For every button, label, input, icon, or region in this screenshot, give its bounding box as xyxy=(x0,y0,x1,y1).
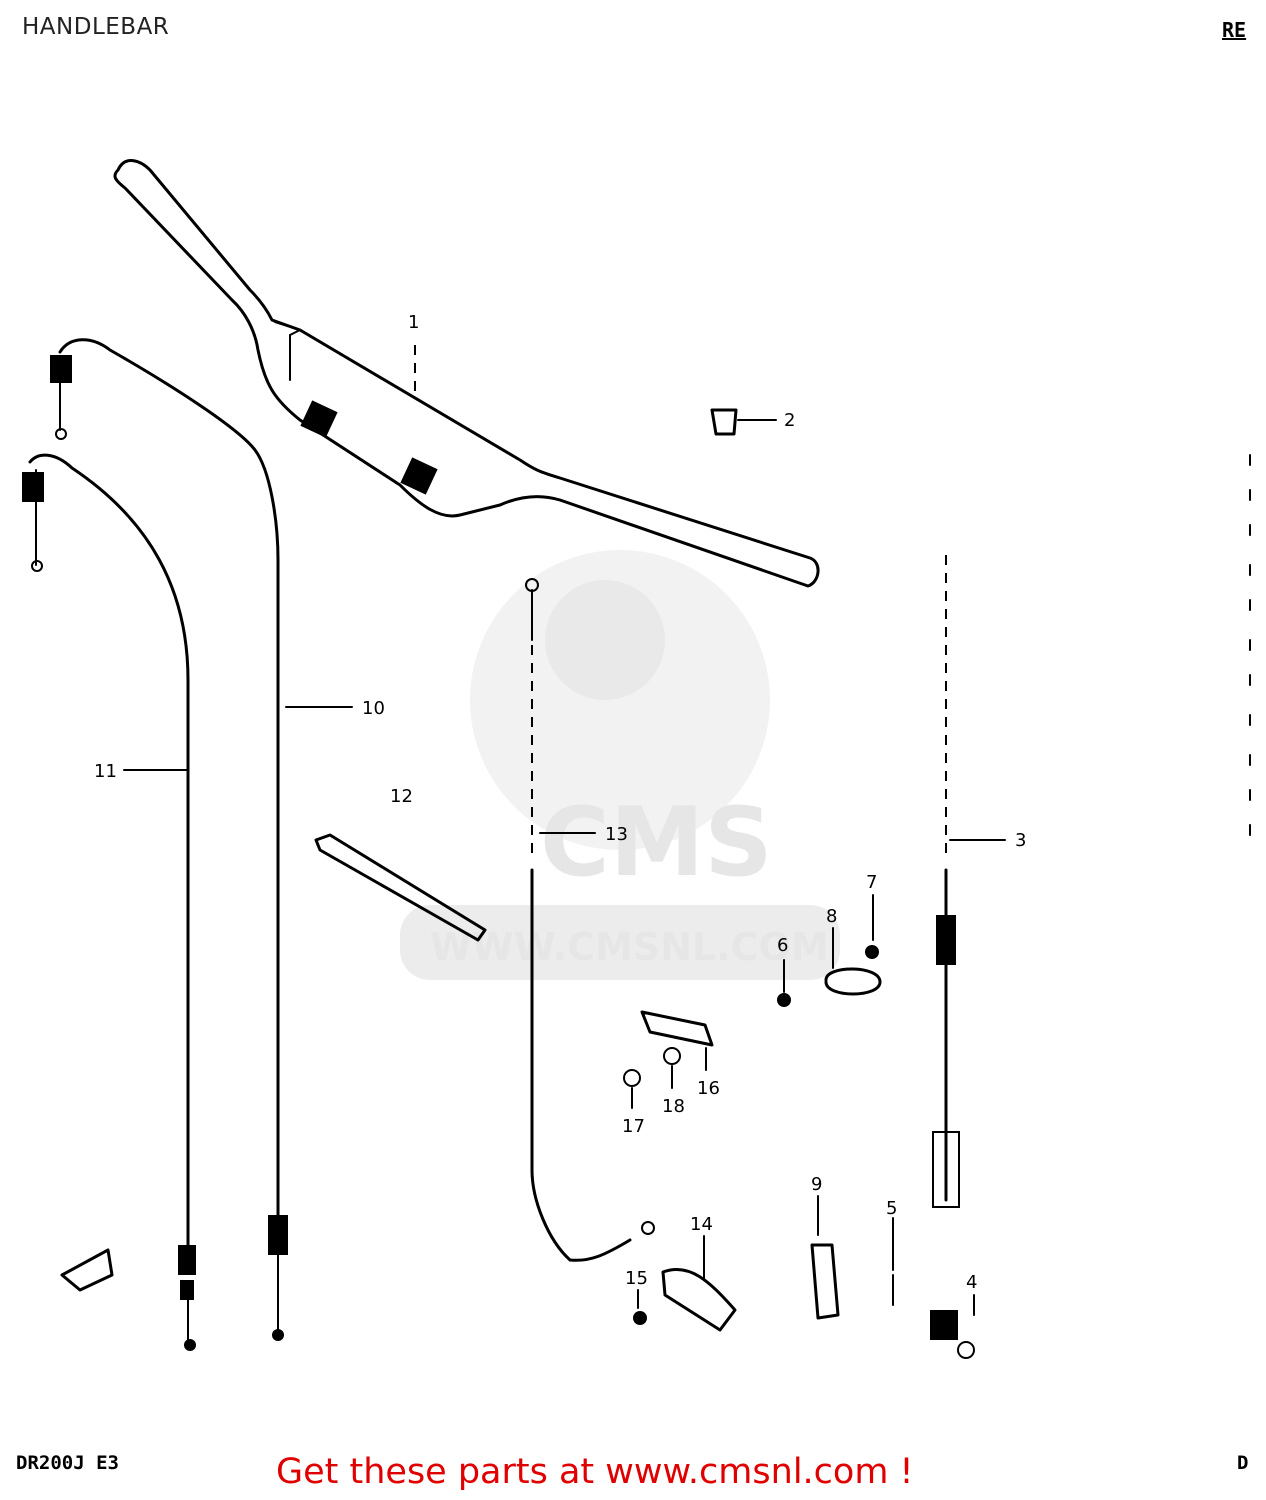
cable-13-part xyxy=(525,578,655,1262)
callout-12: 12 xyxy=(390,786,413,807)
callout-14: 14 xyxy=(690,1214,713,1235)
bar-end-plug-part xyxy=(710,408,777,436)
callout-3: 3 xyxy=(1015,830,1026,851)
page-code: D xyxy=(1237,1452,1249,1474)
callout-13: 13 xyxy=(605,824,628,845)
callout-17: 17 xyxy=(622,1116,645,1137)
callout-7: 7 xyxy=(866,872,877,893)
model-code: DR200J E3 xyxy=(16,1452,119,1474)
watermark-brand: CMS xyxy=(540,788,773,898)
callout-10: 10 xyxy=(362,698,385,719)
callout-8: 8 xyxy=(826,906,837,927)
cable-11-part xyxy=(22,453,196,1351)
callout-11: 11 xyxy=(94,761,117,782)
leader-lines xyxy=(123,345,1006,1316)
callout-6: 6 xyxy=(777,935,788,956)
corner-code: RE xyxy=(1222,18,1247,42)
handlebar-part xyxy=(113,159,820,588)
callout-15: 15 xyxy=(625,1268,648,1289)
callout-16: 16 xyxy=(697,1078,720,1099)
watermark-url: WWW.CMSNL.COM xyxy=(430,925,829,969)
hardware-parts xyxy=(60,945,894,1332)
callout-5: 5 xyxy=(886,1198,897,1219)
callout-9: 9 xyxy=(811,1174,822,1195)
callout-labels: 1 2 3 4 5 6 7 8 9 10 11 12 13 14 15 16 1… xyxy=(94,312,1026,1293)
cable-3-part xyxy=(930,555,975,1359)
callout-1: 1 xyxy=(408,312,419,333)
callout-2: 2 xyxy=(784,410,795,431)
callout-18: 18 xyxy=(662,1096,685,1117)
promo-link[interactable]: Get these parts at www.cmsnl.com ! xyxy=(276,1452,914,1492)
cable-10-part xyxy=(50,338,288,1341)
strap-12-part xyxy=(314,833,487,942)
callout-4: 4 xyxy=(966,1272,977,1293)
cmsnl-watermark: CMS WWW.CMSNL.COM xyxy=(400,550,840,980)
page-title: HANDLEBAR xyxy=(22,14,170,40)
